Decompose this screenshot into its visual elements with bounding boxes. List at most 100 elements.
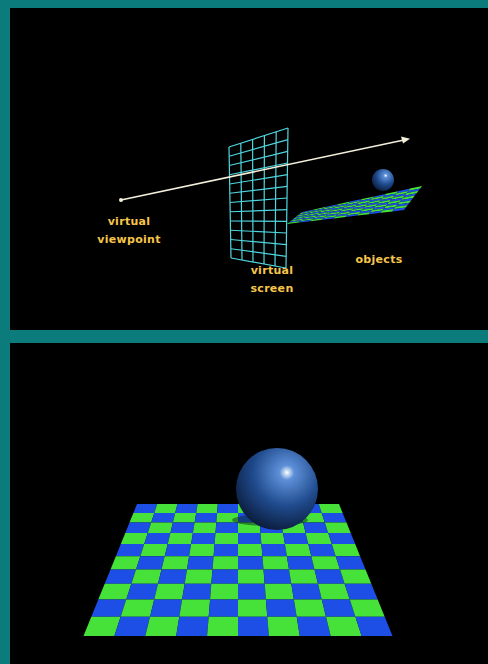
checker-square bbox=[209, 600, 238, 617]
checker-square bbox=[144, 533, 170, 544]
checker-square bbox=[299, 220, 312, 223]
checker-square bbox=[140, 544, 167, 556]
checker-square bbox=[126, 584, 158, 600]
checker-square bbox=[238, 544, 262, 556]
checker-square bbox=[346, 214, 359, 217]
checker-square bbox=[285, 544, 311, 556]
checker-square bbox=[116, 544, 144, 556]
grid-line bbox=[229, 128, 288, 147]
checker-square bbox=[303, 523, 328, 533]
checker-square bbox=[158, 569, 187, 583]
small-checkerboard bbox=[287, 186, 422, 224]
large-sphere bbox=[236, 448, 318, 530]
checker-square bbox=[173, 513, 196, 523]
checker-square bbox=[154, 504, 177, 513]
checker-square bbox=[322, 600, 356, 617]
checker-square bbox=[91, 600, 126, 617]
checker-square bbox=[297, 617, 331, 636]
grid-line bbox=[230, 220, 286, 222]
checker-square bbox=[215, 533, 238, 544]
checker-square bbox=[136, 556, 165, 569]
checker-square bbox=[148, 523, 173, 533]
checker-square bbox=[306, 533, 332, 544]
checker-square bbox=[162, 556, 190, 569]
ray-arrowhead bbox=[401, 137, 410, 144]
checker-square bbox=[392, 208, 406, 212]
checker-square bbox=[150, 600, 182, 617]
checker-square bbox=[216, 523, 239, 533]
checker-square bbox=[170, 523, 194, 533]
checker-square bbox=[357, 212, 370, 215]
checker-square bbox=[267, 617, 300, 636]
checker-square bbox=[114, 617, 150, 636]
grid-line bbox=[230, 210, 287, 212]
checker-square bbox=[261, 544, 287, 556]
checker-square bbox=[262, 556, 289, 569]
viewpoint-dot bbox=[119, 198, 123, 202]
checker-square bbox=[145, 617, 179, 636]
checker-square bbox=[154, 584, 185, 600]
checker-square bbox=[381, 209, 395, 213]
checker-square bbox=[105, 569, 136, 583]
screen-label: virtual screen bbox=[239, 262, 305, 298]
small-sphere bbox=[372, 169, 394, 191]
checker-square bbox=[214, 544, 238, 556]
checker-square bbox=[125, 523, 151, 533]
checker-square bbox=[238, 584, 266, 600]
checker-square bbox=[283, 533, 308, 544]
grid-line bbox=[230, 163, 288, 175]
checker-square bbox=[318, 584, 350, 600]
viewpoint-label: virtual viewpoint bbox=[89, 213, 169, 249]
checker-square bbox=[264, 569, 292, 583]
checker-square bbox=[185, 569, 213, 583]
checker-square bbox=[322, 217, 335, 220]
checker-square bbox=[340, 569, 371, 583]
checker-square bbox=[311, 556, 340, 569]
checker-square bbox=[179, 600, 210, 617]
view-ray bbox=[121, 140, 404, 200]
checker-square bbox=[287, 556, 315, 569]
checker-square bbox=[131, 569, 161, 583]
checker-square bbox=[176, 617, 209, 636]
grid-line bbox=[230, 186, 287, 193]
checker-square bbox=[175, 504, 197, 513]
top-panel bbox=[10, 8, 488, 330]
checker-square bbox=[189, 544, 215, 556]
checker-square bbox=[207, 617, 238, 636]
checker-square bbox=[315, 569, 345, 583]
checker-square bbox=[187, 556, 214, 569]
large-checkerboard bbox=[84, 504, 393, 636]
checker-square bbox=[191, 533, 215, 544]
checker-square bbox=[325, 523, 351, 533]
checker-square bbox=[182, 584, 211, 600]
checker-square bbox=[213, 556, 239, 569]
checker-square bbox=[210, 584, 238, 600]
checker-square bbox=[319, 504, 343, 513]
checker-square bbox=[266, 600, 297, 617]
checker-square bbox=[193, 523, 216, 533]
checker-square bbox=[217, 504, 238, 513]
checker-square bbox=[84, 617, 121, 636]
checker-square bbox=[289, 569, 318, 583]
checker-square bbox=[350, 600, 385, 617]
checker-square bbox=[355, 617, 392, 636]
checker-square bbox=[238, 556, 264, 569]
checker-square bbox=[345, 584, 378, 600]
checker-square bbox=[261, 533, 285, 544]
checker-square bbox=[196, 504, 218, 513]
checker-square bbox=[322, 513, 347, 523]
checker-square bbox=[369, 211, 382, 215]
checker-square bbox=[238, 569, 265, 583]
checker-square bbox=[310, 218, 323, 221]
checker-square bbox=[165, 544, 191, 556]
virtual-screen-grid bbox=[229, 128, 288, 268]
checker-square bbox=[238, 617, 269, 636]
checker-square bbox=[308, 544, 335, 556]
checker-square bbox=[133, 504, 157, 513]
checker-square bbox=[332, 544, 360, 556]
checker-square bbox=[121, 533, 148, 544]
checker-square bbox=[336, 556, 366, 569]
checker-square bbox=[238, 533, 261, 544]
checker-square bbox=[265, 584, 294, 600]
